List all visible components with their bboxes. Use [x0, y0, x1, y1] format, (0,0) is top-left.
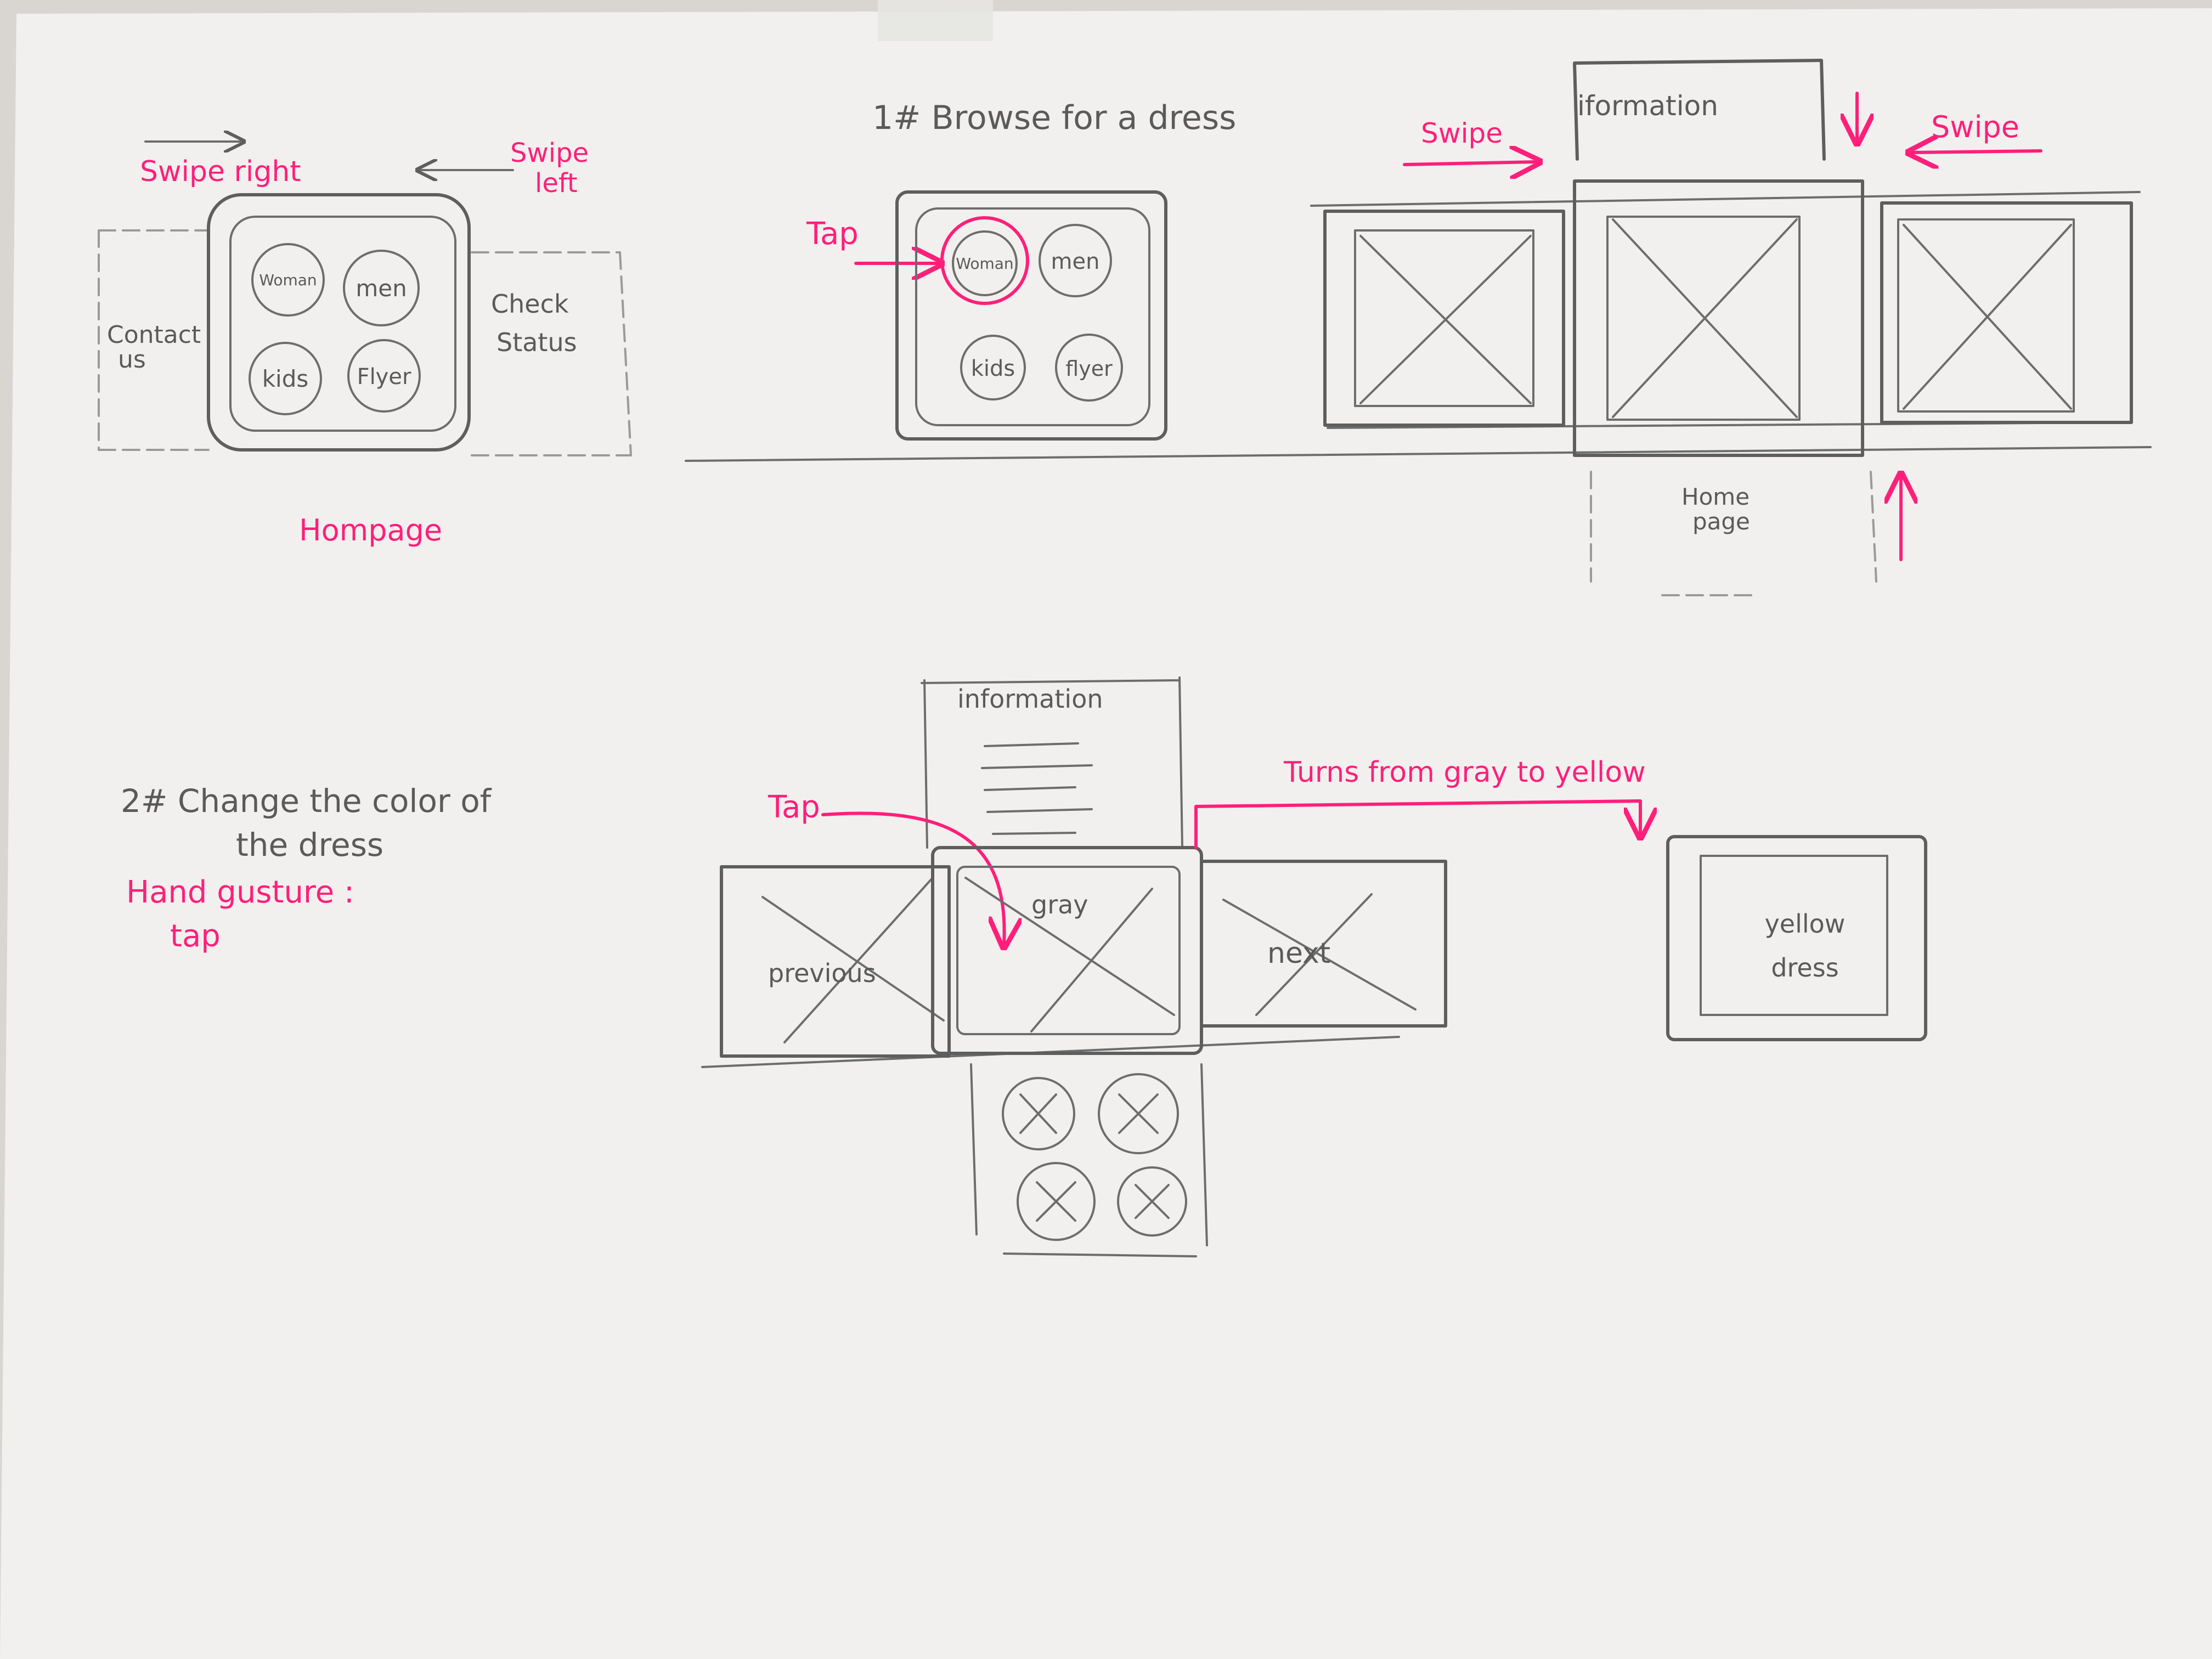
carousel-image-left: [1354, 229, 1534, 407]
task1-flyer-button[interactable]: [1055, 334, 1123, 402]
men-button[interactable]: [343, 250, 420, 326]
carousel-card-left: [1323, 210, 1565, 427]
yellow-dress-label: yellow: [1765, 909, 1846, 939]
task1-title: 1# Browse for a dress: [872, 99, 1236, 137]
swipe-a-arrow: [1403, 162, 1536, 165]
kids-button-label: kids: [262, 365, 309, 392]
prev-dress-label: previous: [768, 958, 876, 988]
homepage-watch-outer: [207, 193, 471, 452]
color-swatch-3[interactable]: [1017, 1162, 1096, 1241]
color-swatch-2[interactable]: [1098, 1073, 1179, 1154]
turns-connector: [1194, 799, 1640, 849]
gray-dress-image: [956, 866, 1181, 1035]
task1-watch-inner: [915, 207, 1150, 426]
color-swatch-1-x: [1019, 1093, 1057, 1134]
task1-men-button[interactable]: [1039, 224, 1112, 297]
color-swatch-4[interactable]: [1117, 1166, 1187, 1237]
swipe-right-label: Swipe right: [140, 155, 301, 188]
homepage-below-guides: [1590, 471, 1877, 596]
tape-strip: [878, 0, 993, 41]
flyer-button-label: Flyer: [357, 364, 411, 390]
yellow-dress-label-2: dress: [1771, 953, 1838, 983]
prev-dress-card: [720, 865, 951, 1058]
task1-woman-highlight: [940, 216, 1029, 305]
task1-kids-button[interactable]: [960, 335, 1026, 400]
carousel-image-left-x: [1359, 235, 1532, 404]
color-swatch-3-x: [1036, 1181, 1076, 1222]
next-dress-x: [1222, 893, 1417, 1016]
carousel-card-right: [1880, 201, 2133, 424]
men-button-label: men: [356, 275, 407, 302]
swipe-left-label-2: left: [535, 168, 578, 199]
home-page-label-2: page: [1692, 508, 1750, 535]
carousel-image-center-x: [1612, 218, 1798, 418]
contact-us-label: Contact: [107, 321, 201, 349]
task2-tap-label: Tap: [768, 789, 820, 825]
prev-dress-x: [761, 877, 945, 1043]
swipe-b-label: Swipe: [1931, 110, 2019, 144]
hand-gesture-value: tap: [170, 918, 221, 954]
hand-gesture-label: Hand gusture :: [126, 874, 354, 910]
swatch-panel-outline: [970, 1063, 1208, 1257]
homepage-side-guides: [98, 229, 632, 456]
turns-gray-to-yellow-label: Turns from gray to yellow: [1283, 756, 1646, 789]
swipe-b-arrow: [1912, 151, 2042, 153]
task1-kids-label: kids: [971, 356, 1015, 381]
kids-button[interactable]: [249, 342, 322, 415]
color-swatch-1[interactable]: [1002, 1077, 1075, 1150]
carousel-card-center: [1573, 179, 1864, 457]
information-panel-title: information: [957, 684, 1103, 714]
gray-dress-label: gray: [1031, 890, 1088, 919]
paper-sheet: [0, 8, 2212, 1659]
homepage-watch-inner: [229, 216, 456, 432]
check-status-label-2: Status: [496, 328, 577, 357]
task1-watch-outer: [895, 190, 1167, 441]
task1-woman-label: Woman: [956, 255, 1013, 273]
information-tab-label: iformation: [1577, 90, 1718, 122]
woman-button[interactable]: [251, 243, 325, 317]
yellow-dress-card: [1666, 835, 1927, 1041]
color-swatch-2-x: [1118, 1093, 1159, 1134]
swipe-a-label: Swipe: [1421, 117, 1503, 149]
next-dress-card: [1200, 860, 1447, 1028]
task1-flyer-label: flyer: [1065, 357, 1113, 381]
task2-title: 2# Change the color of: [121, 782, 492, 820]
swipe-left-label: Swipe: [510, 138, 589, 168]
home-page-label: Home: [1681, 483, 1750, 510]
carousel-image-right: [1897, 218, 2075, 413]
homepage-sketch: Swipe right Swipe left Contact us Check …: [98, 138, 632, 548]
next-dress-label: next: [1267, 937, 1330, 970]
flyer-button[interactable]: [347, 339, 421, 413]
task1-woman-button[interactable]: [952, 230, 1018, 296]
task1-men-label: men: [1051, 249, 1100, 274]
task2-color-sketch: 2# Change the color of the dress Hand gu…: [121, 676, 1927, 1257]
information-tab: [1573, 59, 1826, 161]
gray-dress-x: [964, 877, 1175, 1032]
carousel-image-right-x: [1903, 224, 2072, 410]
task1-browse-sketch: 1# Browse for a dress Tap Woman men kids…: [685, 59, 2152, 596]
color-swatch-4-x: [1135, 1184, 1170, 1219]
carousel-image-center: [1606, 216, 1801, 421]
task1-baseline: [685, 446, 2152, 462]
homepage-caption: Hompage: [299, 513, 442, 548]
task1-tap-label: Tap: [806, 216, 859, 252]
woman-button-label: Woman: [259, 271, 317, 289]
check-status-label: Check: [491, 289, 569, 319]
contact-us-label-2: us: [118, 346, 146, 374]
task2-title-2: the dress: [236, 826, 383, 864]
yellow-dress-image: [1700, 855, 1888, 1016]
information-panel-lines: [981, 742, 1093, 835]
